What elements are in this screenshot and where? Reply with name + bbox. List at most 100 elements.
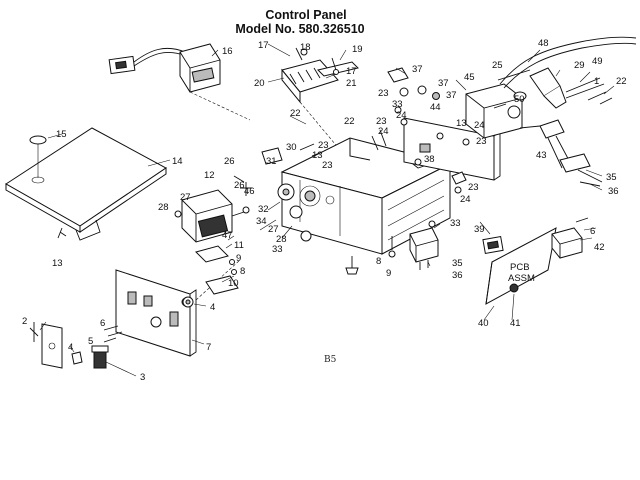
label-part-8a: 8 (240, 266, 245, 277)
label-part-29: 29 (574, 60, 585, 71)
label-part-25: 25 (492, 60, 503, 71)
label-part-23c: 23 (476, 136, 487, 147)
label-part-35b: 35 (452, 258, 463, 269)
part-front-panel (115, 259, 241, 357)
label-part-18: 18 (300, 42, 311, 53)
part-number-labels: 15 14 16 17 18 19 20 17 21 37 37 37 23 3… (22, 38, 627, 383)
label-part-16: 16 (222, 46, 233, 57)
label-part-46: 46 (244, 186, 255, 197)
label-part-13a: 13 (456, 118, 467, 129)
diagram-model-number: Model No. 580.326510 (235, 22, 364, 36)
page-code: B5 (324, 355, 337, 365)
part-screw-26 (233, 175, 245, 183)
label-part-42: 42 (594, 242, 605, 253)
label-part-27a: 27 (180, 192, 191, 203)
label-part-6b: 6 (100, 318, 105, 329)
part-rear-panel (403, 117, 501, 181)
label-part-48: 48 (538, 38, 549, 49)
pcb-label-line2: ASSM (508, 273, 535, 284)
label-part-36a: 36 (608, 186, 619, 197)
label-part-11: 11 (234, 240, 244, 251)
part-fasteners-8-9 (345, 236, 396, 275)
label-part-13c: 13 (52, 258, 63, 269)
label-part-12: 12 (204, 170, 215, 181)
part-power-cord (108, 43, 251, 121)
label-part-10: 10 (228, 278, 239, 289)
part-pcb-assembly: PCB ASSM (485, 227, 557, 305)
diagram-title: Control Panel (265, 8, 346, 22)
part-fan-assembly (261, 143, 323, 219)
label-part-13b: 13 (312, 150, 323, 161)
label-part-40: 40 (478, 318, 489, 329)
label-part-23d: 23 (318, 140, 329, 151)
label-part-15: 15 (56, 129, 67, 140)
part-motor-45 (465, 83, 527, 139)
label-part-24b: 24 (378, 126, 389, 137)
label-part-30: 30 (286, 142, 297, 153)
label-part-22b: 22 (290, 108, 301, 119)
label-part-32: 32 (258, 204, 269, 215)
label-part-33a: 33 (392, 99, 403, 110)
part-terminal-strip (281, 47, 359, 151)
pcb-label-line1: PCB (510, 262, 530, 273)
label-part-23f: 23 (468, 182, 479, 193)
label-part-23a: 23 (378, 88, 389, 99)
label-part-28b: 28 (276, 234, 287, 245)
part-module-39 (482, 235, 504, 255)
part-upper-hardware (371, 67, 440, 151)
part-middle-hardware (414, 158, 467, 194)
label-part-49: 49 (592, 56, 603, 67)
label-part-38: 38 (424, 154, 435, 165)
label-part-50: 50 (514, 94, 525, 105)
label-part-8b: 8 (376, 256, 381, 267)
label-part-37b: 37 (438, 78, 449, 89)
part-top-cover (5, 127, 167, 241)
part-relay-35 (409, 220, 439, 270)
label-part-6a: 6 (590, 226, 595, 237)
part-transformer-12 (174, 189, 245, 243)
label-part-24c: 24 (474, 120, 485, 131)
label-part-37a: 37 (412, 64, 423, 75)
label-part-24d: 24 (460, 194, 471, 205)
label-part-5: 5 (88, 336, 93, 347)
part-transformer-42 (551, 217, 589, 259)
part-side-plate (29, 322, 123, 369)
label-part-23e: 23 (322, 160, 333, 171)
label-part-36b: 36 (452, 270, 463, 281)
leader-lines (39, 43, 615, 377)
label-part-19: 19 (352, 44, 363, 55)
label-part-41: 41 (510, 318, 521, 329)
label-part-7: 7 (206, 342, 211, 353)
label-part-4b: 4 (68, 342, 73, 353)
label-part-26a: 26 (224, 156, 235, 167)
part-hose-assembly (497, 36, 637, 109)
label-part-2: 2 (22, 316, 27, 327)
label-part-21: 21 (346, 78, 357, 89)
label-part-4a: 4 (210, 302, 215, 313)
label-part-24a: 24 (396, 110, 407, 121)
label-part-1: 1 (594, 76, 599, 87)
label-part-35a: 35 (606, 172, 617, 183)
label-part-31: 31 (266, 156, 277, 167)
label-part-17b: 17 (346, 66, 357, 77)
label-part-9b: 9 (386, 268, 391, 279)
label-part-22a: 22 (616, 76, 627, 87)
label-part-45: 45 (464, 72, 475, 83)
label-part-44: 44 (430, 102, 441, 113)
label-part-28a: 28 (158, 202, 169, 213)
label-part-17a: 17 (258, 40, 269, 51)
label-part-27b: 27 (268, 224, 279, 235)
label-part-34: 34 (256, 216, 267, 227)
label-part-9a: 9 (236, 253, 241, 264)
part-bracket-11 (182, 182, 252, 308)
part-main-chassis (280, 137, 452, 255)
label-part-43: 43 (536, 150, 547, 161)
label-part-26b: 26 (234, 180, 245, 191)
label-part-47: 47 (222, 230, 233, 241)
label-part-33c: 33 (450, 218, 461, 229)
label-part-22c: 22 (344, 116, 355, 127)
label-part-14: 14 (172, 156, 183, 167)
label-part-20: 20 (254, 78, 265, 89)
